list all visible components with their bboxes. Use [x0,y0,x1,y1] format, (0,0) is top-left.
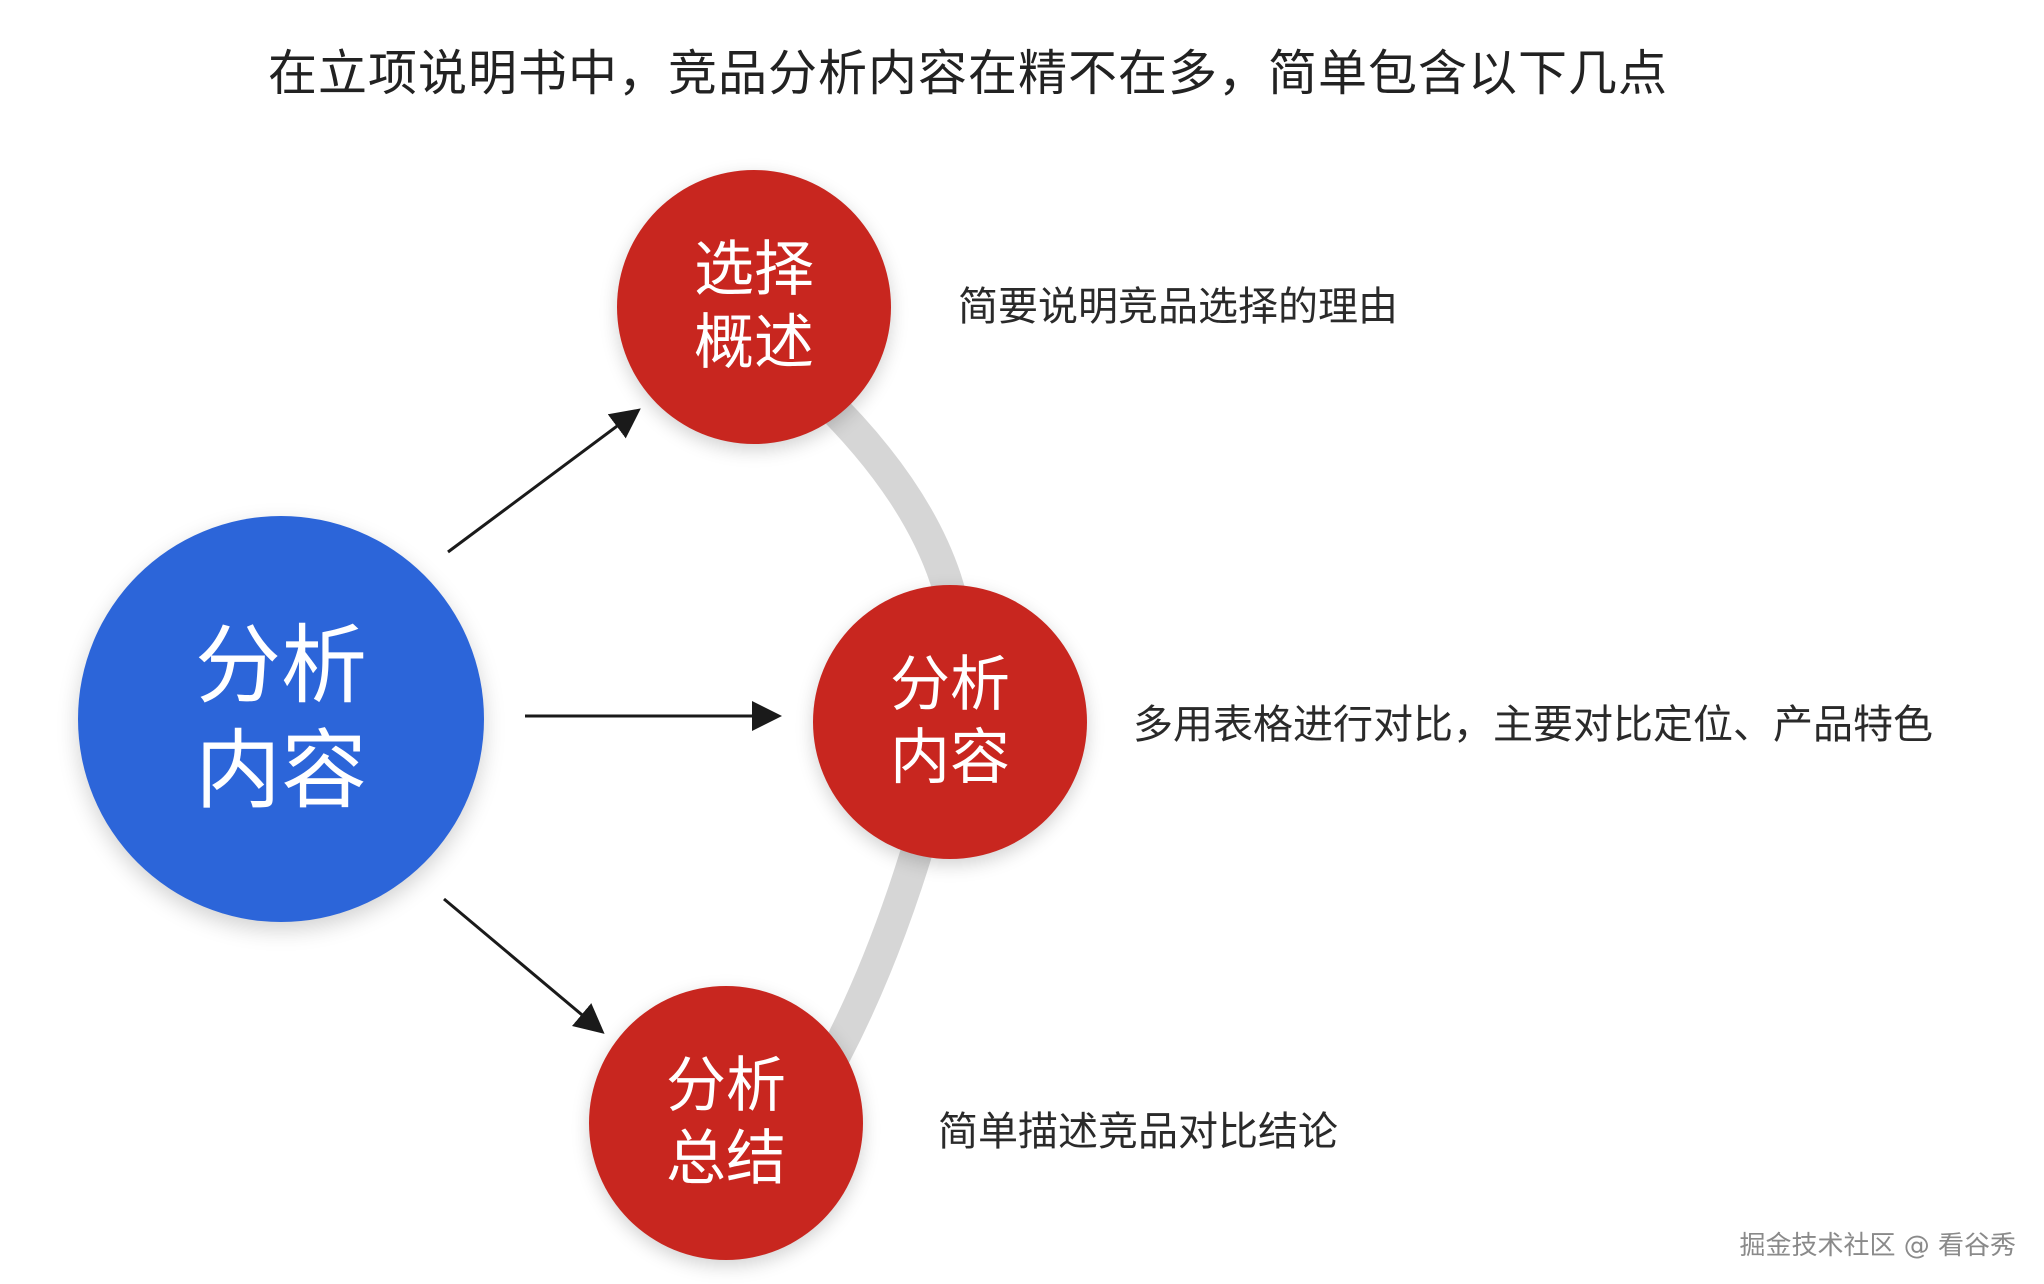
branch-node-analysis-summary: 分析总结 [589,986,863,1260]
arrow-to-branch-3 [443,897,605,1034]
branch-node-analysis-content: 分析内容 [813,585,1087,859]
diagram-title: 在立项说明书中，竞品分析内容在精不在多，简单包含以下几点 [268,45,1669,102]
branch-description: 多用表格进行对比，主要对比定位、产品特色 [1133,702,1933,748]
watermark: 掘金技术社区 @ 看谷秀 [1739,1231,2016,1261]
branch-node-label: 选择概述 [694,234,814,378]
branch-description: 简要说明竞品选择的理由 [958,284,1398,330]
branch-node-selection-overview: 选择概述 [617,170,891,444]
arrow-to-branch-1 [447,408,641,554]
branch-node-label: 分析总结 [666,1050,786,1194]
branch-node-label: 分析内容 [890,649,1010,793]
center-node-label: 分析内容 [195,616,367,821]
branch-description: 简单描述竞品对比结论 [938,1109,1338,1155]
center-node: 分析内容 [78,516,484,922]
